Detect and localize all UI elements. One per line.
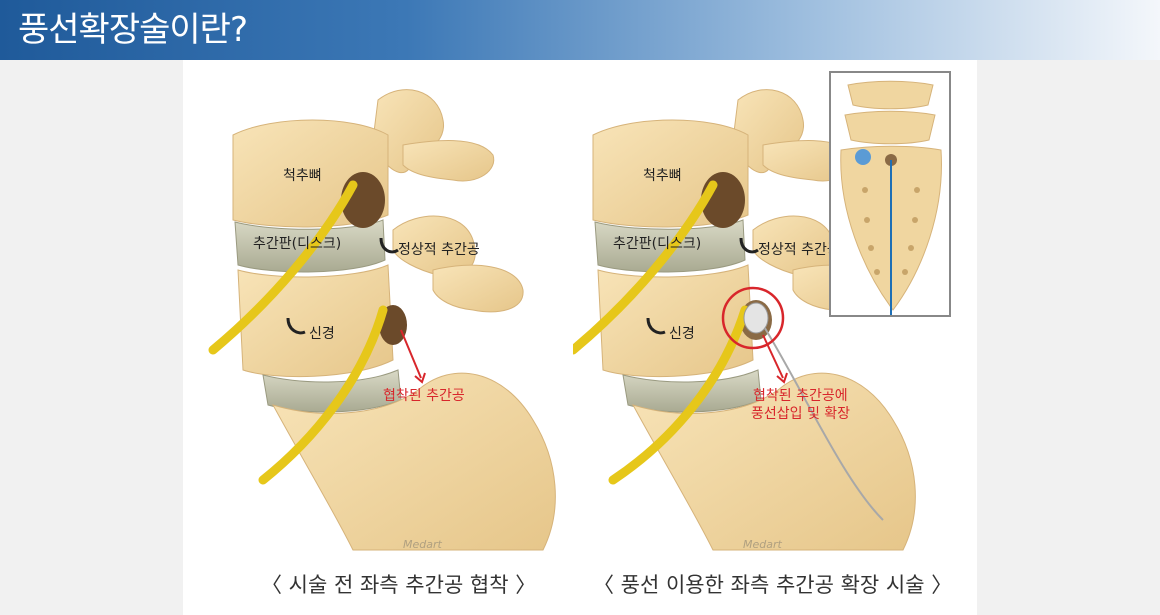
lower-nerve [258, 305, 388, 485]
caption-before: 〈 시술 전 좌측 추간공 협착 〉 [261, 573, 537, 597]
arrow-stenosis [400, 329, 422, 379]
spine-before-illustration: 척추뼈 추간판(디스크) 정상적 추간공 신경 협착된 추간공 Medart [208, 89, 556, 551]
inset-spine-back-view [829, 71, 951, 317]
balloon [743, 302, 769, 334]
spine-after-illustration: 척추뼈 추간판(디스크) 정상적 추간공 신경 협착된 추간공에 풍선삽입 및 … [573, 71, 951, 551]
middle-vertebral-body [237, 264, 394, 378]
upper-transverse-process [402, 140, 495, 182]
label-stenosis: 협착된 추간공 [383, 388, 465, 404]
label-vertebra: 척추뼈 [283, 168, 322, 184]
arrowhead-stenosis [414, 372, 426, 384]
illustration-panel: 척추뼈 추간판(디스크) 정상적 추간공 신경 협착된 추간공 Medart [183, 60, 977, 615]
label-vertebra: 척추뼈 [643, 168, 682, 184]
arrow-balloon [762, 334, 784, 379]
illustrator-signature: Medart [743, 538, 783, 551]
label-disc: 추간판(디스크) [253, 236, 341, 252]
illustrator-signature: Medart [403, 538, 443, 551]
upper-nerve [208, 180, 358, 355]
sacrum [271, 372, 556, 551]
balloon-highlight-circle [721, 286, 785, 350]
balloon-catheter [762, 324, 884, 521]
label-balloon-line1: 협착된 추간공에 [753, 388, 848, 404]
arrow-nerve [286, 317, 306, 335]
arrow-normal-foramen [379, 237, 399, 254]
caption-after: 〈 풍선 이용한 좌측 추간공 확장 시술 〉 [593, 573, 953, 597]
page-title: 풍선확장술이란? [18, 10, 248, 50]
page-header: 풍선확장술이란? [0, 0, 1160, 60]
label-normal-foramen: 정상적 추간공 [758, 242, 840, 258]
label-disc: 추간판(디스크) [613, 236, 701, 252]
label-nerve: 신경 [669, 326, 695, 342]
label-balloon-line2: 풍선삽입 및 확장 [751, 406, 850, 422]
label-nerve: 신경 [309, 326, 335, 342]
label-normal-foramen: 정상적 추간공 [398, 242, 480, 258]
middle-transverse-process [432, 264, 524, 313]
